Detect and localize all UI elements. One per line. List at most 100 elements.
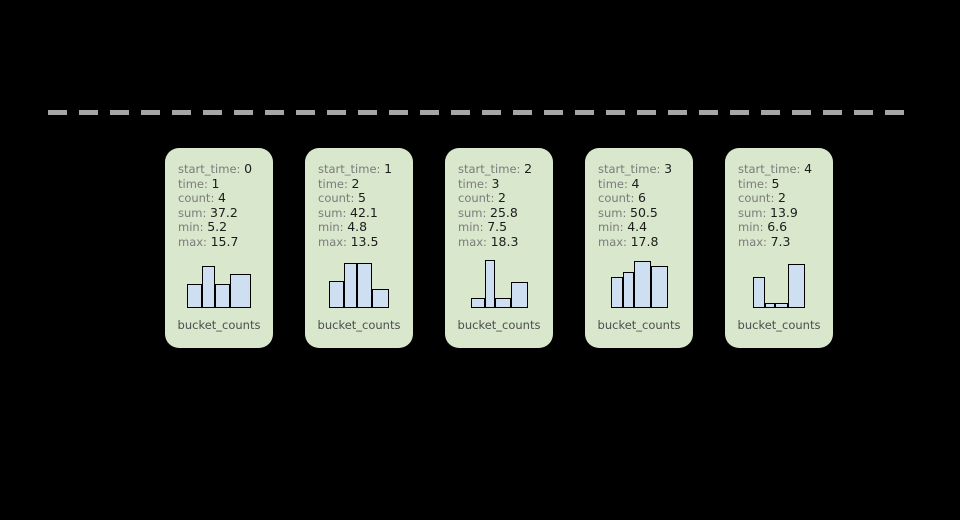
field-sum: sum: 42.1	[318, 204, 413, 221]
field-value-sum: 25.8	[490, 204, 518, 220]
field-label-time: time:	[178, 176, 208, 191]
field-value-max: 17.8	[630, 233, 659, 249]
field-value-sum: 13.9	[770, 204, 798, 220]
field-label-start-time: start_time:	[738, 162, 801, 176]
field-value-time: 2	[351, 175, 360, 191]
bucket-counts-label: bucket_counts	[457, 318, 541, 332]
field-count: count: 2	[458, 190, 553, 206]
field-min: min: 4.8	[318, 220, 413, 235]
field-value-time: 3	[491, 175, 500, 191]
field-value-count: 2	[497, 190, 506, 206]
bucket-counts-histogram	[305, 256, 413, 308]
field-value-time: 4	[631, 175, 640, 191]
field-start-time: start_time: 0	[178, 161, 273, 177]
field-time: time: 1	[178, 175, 273, 192]
field-max: max: 15.7	[178, 233, 273, 250]
field-label-min: min:	[178, 220, 204, 235]
field-label-start-time: start_time:	[598, 162, 661, 176]
bucket-counts-label: bucket_counts	[597, 318, 681, 332]
field-count: count: 4	[178, 190, 273, 206]
field-label-sum: sum:	[318, 205, 347, 220]
bucket-counts-histogram	[725, 256, 833, 308]
field-value-max: 13.5	[350, 233, 379, 249]
field-label-count: count:	[458, 191, 495, 206]
histogram-bars	[470, 256, 528, 308]
field-label-count: count:	[598, 191, 635, 206]
dashed-time-axis	[48, 110, 912, 115]
bucket-counts-histogram	[445, 256, 553, 308]
histogram-bar	[788, 264, 805, 308]
histogram-bars	[187, 256, 251, 308]
field-value-min: 6.6	[767, 219, 788, 235]
field-value-sum: 42.1	[350, 204, 378, 220]
field-sum: sum: 50.5	[598, 204, 693, 221]
field-max: max: 18.3	[458, 234, 553, 250]
field-value-min: 5.2	[207, 219, 228, 235]
field-value-start-time: 3	[664, 161, 673, 176]
histogram-bars	[329, 256, 389, 308]
field-label-min: min:	[318, 220, 344, 235]
histogram-bar	[329, 281, 344, 308]
histogram-bar	[187, 284, 202, 308]
field-value-sum: 37.2	[210, 204, 238, 220]
field-label-start-time: start_time:	[178, 162, 241, 176]
field-count: count: 6	[598, 190, 693, 206]
field-sum: sum: 37.2	[178, 204, 273, 221]
field-label-count: count:	[738, 191, 775, 206]
field-value-min: 4.8	[347, 219, 368, 235]
field-start-time: start_time: 1	[318, 161, 413, 177]
field-count: count: 2	[738, 190, 833, 206]
histogram-bar	[215, 284, 230, 308]
histogram-bars	[753, 256, 805, 308]
field-start-time: start_time: 3	[598, 161, 693, 177]
field-value-start-time: 1	[384, 161, 393, 176]
field-value-min: 4.4	[627, 219, 648, 235]
histogram-bar	[753, 277, 765, 308]
histogram-bar	[372, 289, 389, 308]
histogram-bar	[633, 261, 651, 308]
field-label-time: time:	[458, 176, 488, 191]
bucket-counts-label: bucket_counts	[737, 318, 821, 332]
field-value-max: 15.7	[210, 233, 239, 249]
histogram-bar	[622, 272, 634, 308]
field-value-start-time: 4	[804, 161, 813, 176]
field-value-time: 5	[771, 175, 780, 191]
field-value-max: 7.3	[770, 233, 791, 249]
field-value-time: 1	[211, 175, 220, 191]
field-label-max: max:	[598, 234, 627, 249]
field-sum: sum: 13.9	[738, 204, 833, 221]
field-max: max: 7.3	[738, 233, 833, 250]
field-min: min: 5.2	[178, 220, 273, 235]
field-value-start-time: 2	[524, 161, 533, 176]
histogram-bar	[344, 263, 357, 308]
histogram-bar	[470, 298, 485, 308]
field-min: min: 4.4	[598, 220, 693, 235]
field-label-max: max:	[738, 234, 767, 249]
field-label-count: count:	[178, 191, 215, 206]
field-max: max: 13.5	[318, 233, 413, 250]
bucket-counts-histogram	[585, 256, 693, 308]
field-value-sum: 50.5	[630, 204, 658, 220]
field-value-count: 5	[357, 190, 366, 206]
bucket-counts-label: bucket_counts	[317, 318, 401, 332]
field-value-count: 4	[217, 190, 226, 206]
field-start-time: start_time: 4	[738, 161, 833, 177]
histogram-bar	[650, 266, 668, 308]
histogram-bar	[610, 277, 623, 308]
field-label-time: time:	[598, 176, 628, 191]
field-label-start-time: start_time:	[318, 162, 381, 176]
histogram-bar	[484, 260, 495, 308]
bucket-counts-histogram	[165, 256, 273, 308]
histogram-bar	[494, 298, 511, 308]
